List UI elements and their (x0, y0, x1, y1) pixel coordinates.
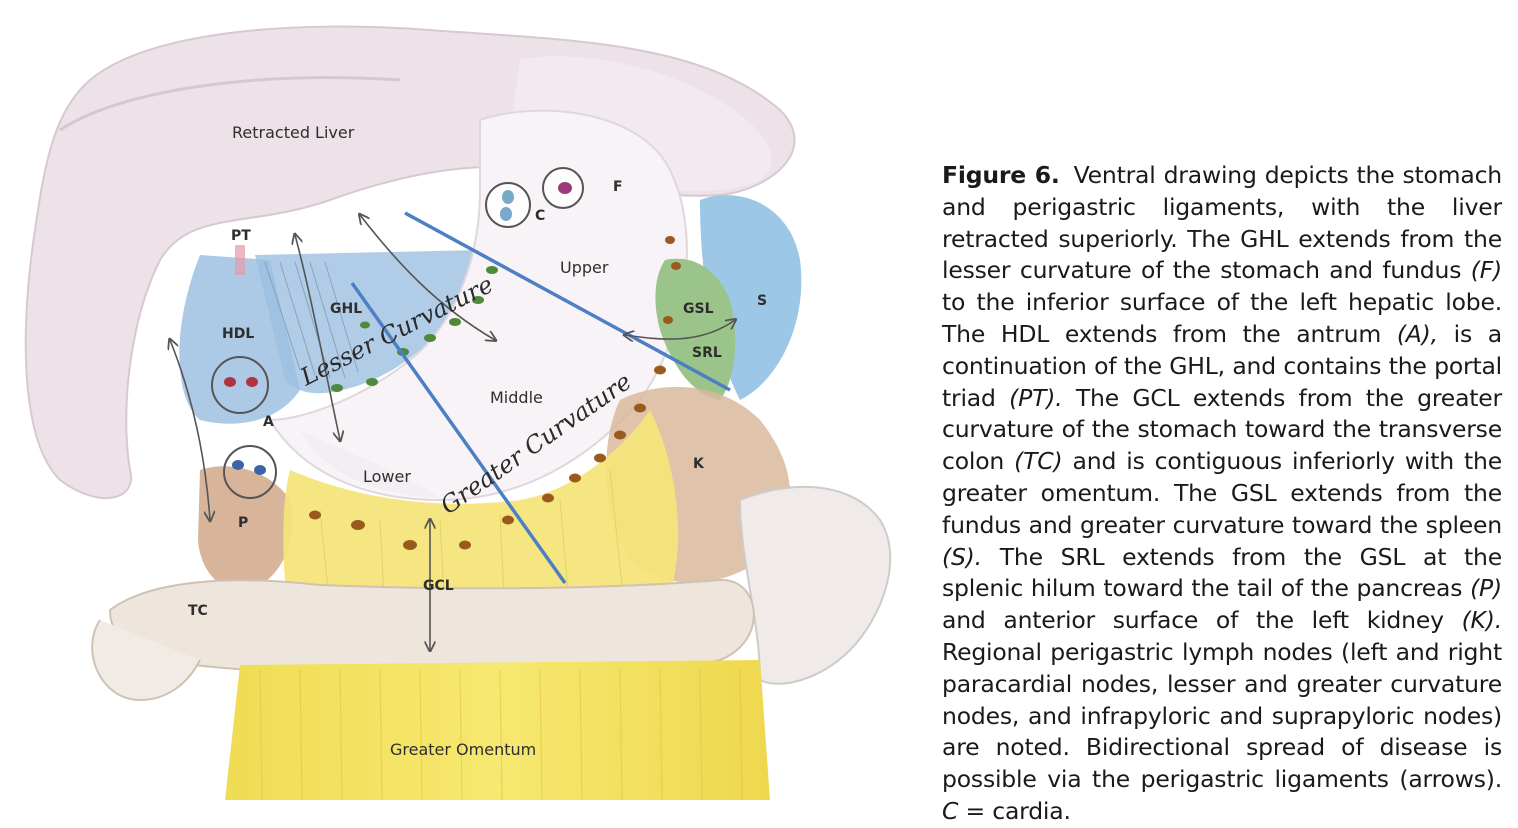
label-k: K (693, 456, 705, 472)
label-retracted-liver: Retracted Liver (232, 123, 355, 142)
pancreas-region (198, 466, 293, 591)
caption-text-3: is a continuation of the GHL, and contai… (942, 319, 1502, 412)
caption-ref-p: (P) (1470, 574, 1502, 603)
caption-text-8: Regional perigastric lymph nodes (left a… (942, 637, 1502, 794)
label-ghl: GHL (330, 301, 362, 317)
label-upper: Upper (560, 258, 609, 277)
label-f: F (613, 179, 623, 195)
pancreas-vessels (223, 445, 277, 499)
gcl-region (283, 410, 679, 620)
caption-text-7: and anterior surface of the left kidney (942, 606, 1462, 635)
stomach-ligament-illustration: Retracted Liver PT HDL GHL A P TC C F Up… (24, 25, 892, 801)
caption-ref-f: (F) (1470, 256, 1502, 285)
caption-text-2: to the inferior surface of the left hepa… (942, 288, 1502, 348)
label-gsl: GSL (683, 301, 714, 317)
label-p: P (238, 515, 248, 531)
label-gcl: GCL (423, 578, 454, 594)
portal-triad-mark (235, 245, 245, 275)
caption-ref-a: (A), (1396, 319, 1438, 348)
cardia-circle (485, 182, 531, 228)
label-srl: SRL (692, 345, 722, 361)
label-greater-omentum: Greater Omentum (390, 740, 536, 759)
antrum-vessels (211, 356, 269, 414)
label-c: C (535, 208, 545, 224)
label-hdl: HDL (222, 326, 254, 342)
label-s: S (757, 293, 767, 309)
anatomy-drawing: Retracted Liver PT HDL GHL A P TC C F Up… (24, 25, 892, 801)
greater-omentum (225, 660, 770, 800)
fundus-circle (542, 167, 584, 209)
caption-ref-k: (K). (1461, 606, 1503, 635)
caption-text-5: and is contiguous inferiorly with the gr… (942, 447, 1502, 539)
caption-ref-s: (S). (942, 542, 982, 571)
caption-text-6: The SRL extends from the GSL at the sple… (942, 542, 1502, 603)
caption-ref-pt: (PT). (1009, 383, 1063, 412)
label-middle: Middle (490, 388, 543, 407)
label-a: A (263, 414, 274, 430)
label-tc: TC (188, 603, 208, 619)
caption-text-9: = cardia. (958, 796, 1071, 825)
greater-curvature-nodes (309, 365, 666, 550)
caption-text-1: Ventral drawing depicts the stomach and … (942, 161, 1502, 285)
caption-ref-c: C (942, 796, 959, 825)
caption-text-4: The GCL extends from the greater curvatu… (942, 383, 1503, 476)
caption-ref-tc: (TC) (1014, 447, 1063, 476)
caption-label: Figure 6. (942, 161, 1060, 189)
label-lower: Lower (363, 467, 411, 486)
spread-arrows (170, 215, 735, 650)
label-pt: PT (231, 228, 251, 244)
figure-caption: Figure 6.Ventral drawing depicts the sto… (942, 160, 1502, 828)
